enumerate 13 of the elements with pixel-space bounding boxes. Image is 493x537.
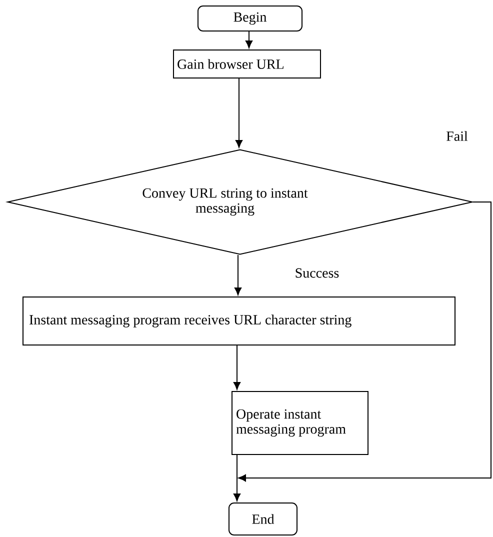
arrow xyxy=(233,345,241,390)
arrow xyxy=(238,202,492,482)
process-box: Instant messaging program receives URL character string xyxy=(22,296,456,346)
arrow xyxy=(233,454,241,502)
arrow xyxy=(235,78,243,148)
edge-label: Fail xyxy=(445,130,469,142)
arrow xyxy=(234,254,242,296)
terminal-box: End xyxy=(228,502,298,536)
process-box: Gain browser URL xyxy=(173,50,321,78)
edge-label: Success xyxy=(294,267,340,279)
terminal-box: Begin xyxy=(198,6,302,32)
process-box: Operate instant messaging program xyxy=(232,391,368,455)
arrow xyxy=(245,31,253,48)
